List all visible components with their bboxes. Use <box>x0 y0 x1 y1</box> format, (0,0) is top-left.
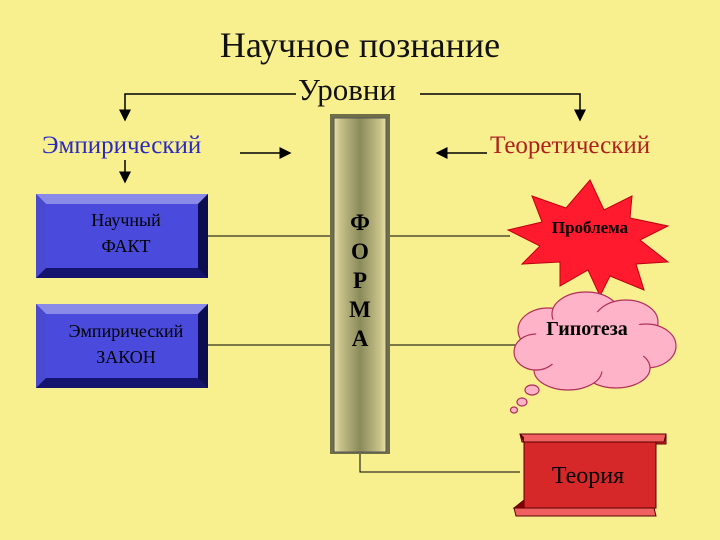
problem-label: Проблема <box>551 218 629 237</box>
forma-column <box>330 114 390 454</box>
forma-column-label: Ф О Р М А <box>334 208 386 353</box>
law-box <box>36 304 208 388</box>
forma-letter: Ф <box>350 210 370 235</box>
hypothesis-cloud-shape <box>509 291 677 414</box>
forma-letter: Р <box>352 268 368 293</box>
fact-box-label: Научный ФАКТ <box>52 207 200 259</box>
forma-letter: О <box>351 239 369 264</box>
law-line-1: Эмпирический <box>68 321 184 341</box>
theory-scroll-shape <box>512 433 667 517</box>
problem-burst-shape <box>506 179 670 298</box>
theoretical-level-label: Теоретический <box>490 132 651 159</box>
law-box-label: Эмпирический ЗАКОН <box>52 318 200 370</box>
law-line-2: ЗАКОН <box>96 347 156 367</box>
empirical-level-label: Эмпирический <box>42 132 202 159</box>
connector-lines <box>208 235 520 473</box>
fact-box <box>36 194 208 278</box>
forma-letter: А <box>351 326 369 351</box>
theory-label: Теория <box>551 463 625 489</box>
page-title: Научное познание <box>219 25 501 65</box>
fact-line-2: ФАКТ <box>101 236 151 256</box>
levels-label: Уровни <box>298 72 397 107</box>
fact-line-1: Научный <box>91 210 161 230</box>
hypothesis-label: Гипотеза <box>546 318 628 340</box>
levels-branch-lines <box>119 93 586 184</box>
forma-letter: М <box>349 297 371 322</box>
